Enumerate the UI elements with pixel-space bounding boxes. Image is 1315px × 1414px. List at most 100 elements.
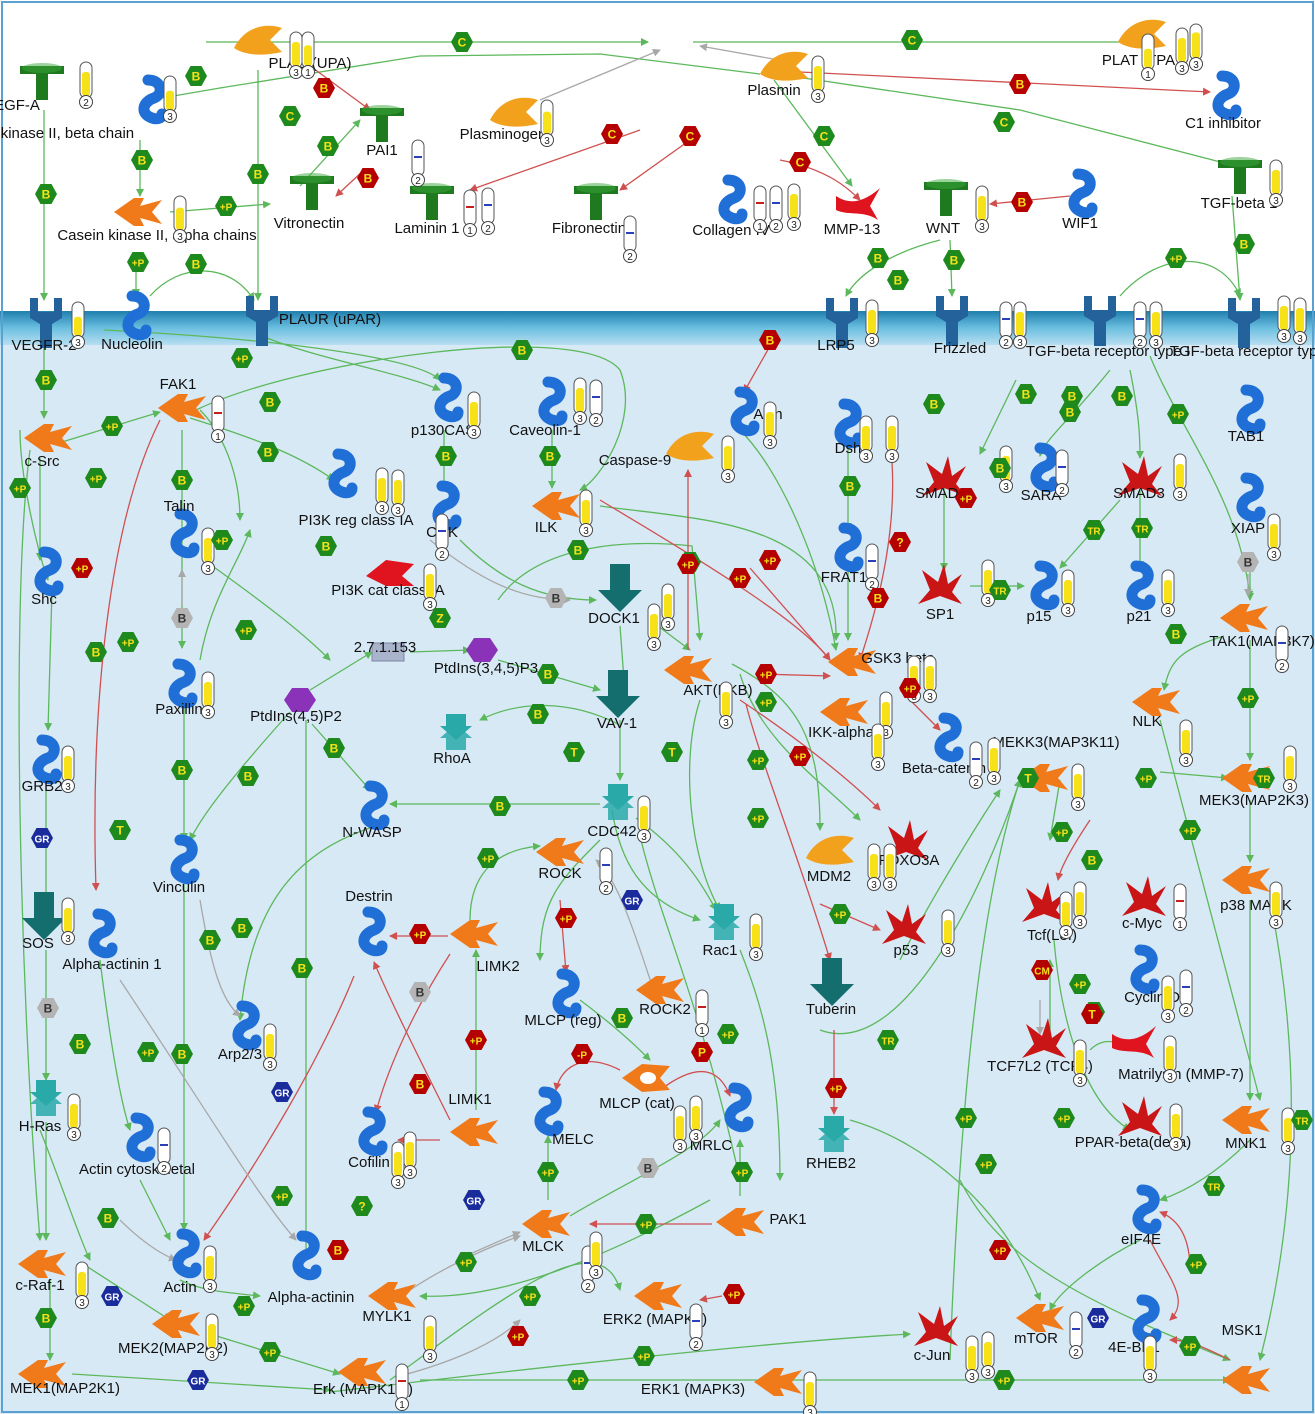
node-label-c-src: c-Src [25, 453, 60, 470]
badge-label: B [1240, 238, 1249, 252]
badge-label: +P [722, 1031, 735, 1042]
expression-value: 3 [544, 136, 550, 147]
expression-thermometer: 1 [1142, 34, 1155, 81]
expression-value: 3 [71, 1130, 77, 1141]
badge-label: B [618, 1012, 627, 1026]
expression-value: 3 [1165, 1012, 1171, 1023]
expression-thermometer: 1 [464, 190, 477, 237]
node-label-h-ras: H-Ras [19, 1118, 62, 1135]
badge-label: B [518, 344, 527, 358]
badge-label: +P [682, 561, 695, 572]
expression-value: 2 [973, 778, 979, 789]
badge-label: +P [760, 699, 773, 710]
badge-label: B [644, 1162, 653, 1176]
expression-thermometer: 3 [750, 914, 763, 961]
node-label-limk1: LIMK1 [448, 1091, 491, 1108]
expression-value: 3 [1165, 606, 1171, 617]
expression-value: 3 [593, 1268, 599, 1279]
expression-thermometer: 3 [1150, 302, 1163, 349]
badge-label: +P [1184, 827, 1197, 838]
expression-thermometer: 2 [1134, 302, 1147, 349]
expression-value: 2 [1183, 1006, 1189, 1017]
expression-thermometer: 3 [722, 436, 735, 483]
expression-value: 2 [485, 224, 491, 235]
expression-thermometer: 3 [1278, 296, 1291, 343]
expression-thermometer: 3 [202, 528, 215, 575]
expression-thermometer: 3 [376, 468, 389, 515]
expression-thermometer: 1 [302, 32, 315, 79]
node-label-laminin-1: Laminin 1 [394, 220, 459, 237]
node-label-tgf-beta-receptor-type-i: TGF-beta receptor type I [1026, 343, 1190, 360]
expression-thermometer: 3 [468, 392, 481, 439]
expression-value: 3 [427, 1352, 433, 1363]
node-label-vegf-a: VEGF-A [0, 97, 40, 114]
badge-label: T [1024, 772, 1032, 786]
expression-value: 3 [1167, 1072, 1173, 1083]
expression-thermometer: 3 [976, 186, 989, 233]
node-label-p15: p15 [1026, 608, 1051, 625]
expression-value: 3 [65, 782, 71, 793]
badge-label: C [286, 110, 295, 124]
expression-thermometer: 3 [872, 724, 885, 771]
expression-thermometer: 3 [1284, 746, 1297, 793]
badge-label: +P [1190, 1261, 1203, 1272]
expression-value: 3 [927, 692, 933, 703]
node-label-rheb2: RHEB2 [806, 1155, 856, 1172]
node-label-tuberin: Tuberin [806, 1001, 856, 1018]
node-label-tak1-map3k7: TAK1(MAP3K7) [1209, 633, 1315, 650]
expression-thermometer: 3 [1170, 1104, 1183, 1151]
badge-label: B [330, 742, 339, 756]
expression-value: 1 [1145, 70, 1151, 81]
expression-thermometer: 3 [860, 416, 873, 463]
expression-thermometer: 3 [1062, 570, 1075, 617]
badge-label: +P [414, 931, 427, 942]
expression-thermometer: 3 [1174, 454, 1187, 501]
badge-label: B [298, 962, 307, 976]
badge-label: B [894, 274, 903, 288]
expression-thermometer: 3 [574, 378, 587, 425]
badge-label: +P [1170, 255, 1183, 266]
expression-value: 3 [167, 112, 173, 123]
expression-thermometer: 2 [624, 216, 637, 263]
expression-value: 3 [395, 506, 401, 517]
expression-thermometer: 2 [80, 62, 93, 109]
expression-thermometer: 3 [884, 844, 897, 891]
expression-thermometer: 3 [404, 1132, 417, 1179]
expression-value: 3 [1077, 1076, 1083, 1087]
expression-value: 1 [467, 226, 473, 237]
badge-label: B [138, 154, 147, 168]
badge-label: +P [220, 203, 233, 214]
expression-value: 3 [583, 526, 589, 537]
expression-value: 1 [215, 432, 221, 443]
expression-thermometer: 3 [982, 1332, 995, 1379]
expression-thermometer: 3 [204, 1246, 217, 1293]
node-label-ptdins-3-4-5-p3: PtdIns(3,4,5)P3 [434, 660, 538, 677]
node-label-melc: MELC [552, 1131, 594, 1148]
expression-value: 3 [1017, 338, 1023, 349]
expression-value: 3 [871, 880, 877, 891]
node-label-alpha-actinin: Alpha-actinin [268, 1289, 355, 1306]
node-label-tab1: TAB1 [1228, 428, 1264, 445]
expression-value: 2 [1059, 486, 1065, 497]
expression-thermometer: 2 [412, 140, 425, 187]
badge-label: B [496, 800, 505, 814]
expression-value: 1 [305, 68, 311, 79]
expression-thermometer: 3 [206, 1314, 219, 1361]
node-label-plasminogen: Plasminogen [460, 126, 547, 143]
node-label-casein-kinase-ii-alpha-chains: Casein kinase II, alpha chains [57, 227, 256, 244]
badge-label: C [820, 130, 829, 144]
expression-thermometer: 3 [638, 796, 651, 843]
expression-value: 2 [415, 176, 421, 187]
expression-value: 2 [585, 1282, 591, 1293]
expression-thermometer: 3 [590, 1232, 603, 1279]
expression-thermometer: 3 [1180, 720, 1193, 767]
expression-value: 3 [723, 718, 729, 729]
expression-thermometer: 1 [1174, 884, 1187, 931]
expression-value: 3 [1173, 1140, 1179, 1151]
badge-label: +P [216, 537, 229, 548]
badge-label: +P [572, 1377, 585, 1388]
node-label-eif4e: eIF4E [1121, 1231, 1161, 1248]
expression-value: 3 [1003, 482, 1009, 493]
badge-label: B [238, 922, 247, 936]
node-label-smad3: SMAD3 [1113, 485, 1165, 502]
